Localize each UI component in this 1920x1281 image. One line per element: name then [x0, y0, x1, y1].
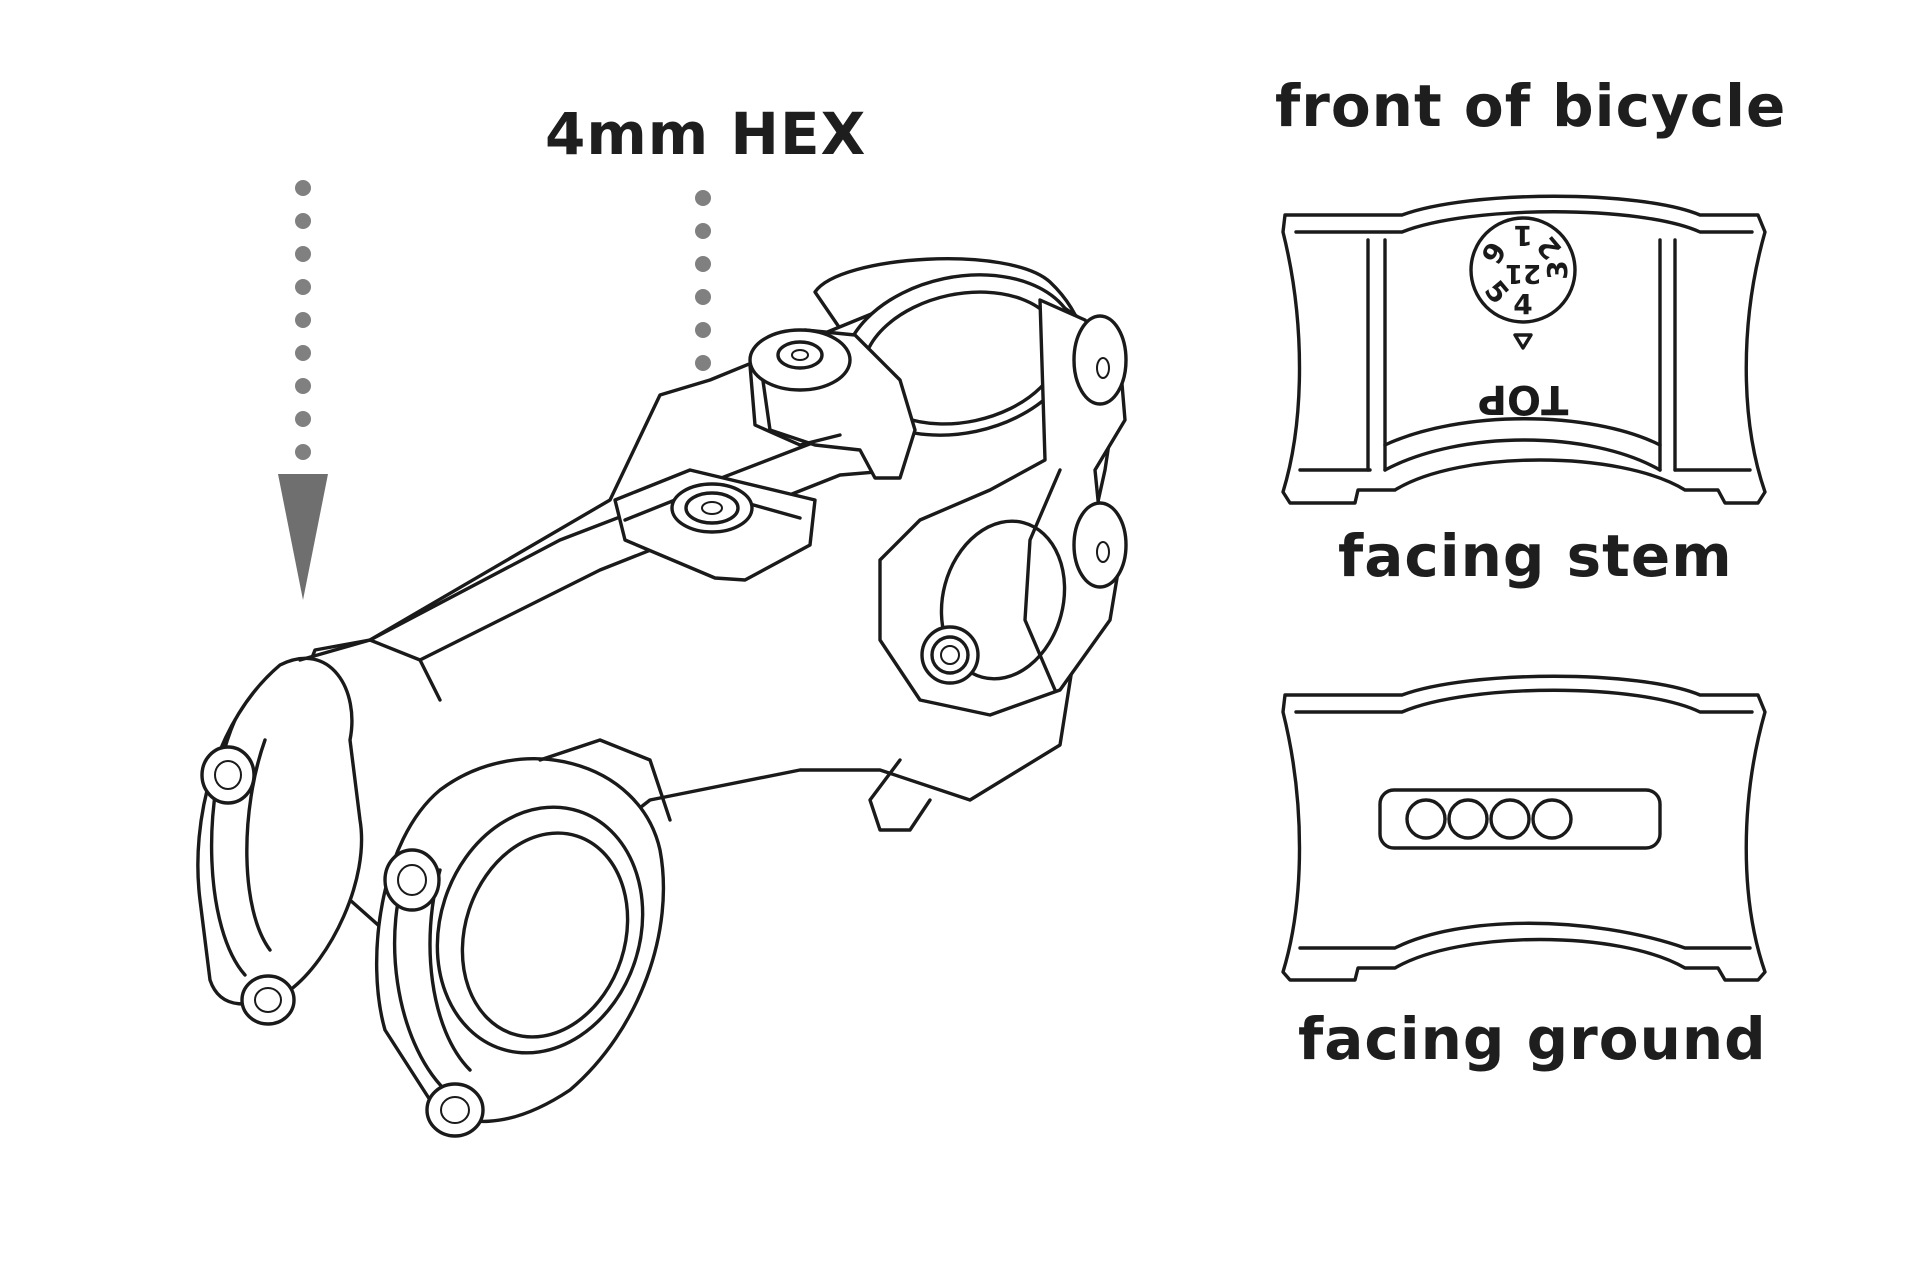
- index-hole-1: [1405, 798, 1447, 840]
- front-of-bicycle-label: front of bicycle: [1275, 72, 1787, 140]
- index-hole-4: [1531, 798, 1573, 840]
- steerer-ear-bottom: [1072, 501, 1128, 589]
- dot: [695, 289, 711, 305]
- dial-center-number: 21: [1505, 258, 1541, 288]
- dot: [295, 411, 311, 427]
- facing-stem-label: facing stem: [1338, 522, 1733, 590]
- dot: [695, 355, 711, 371]
- dot: [295, 444, 311, 460]
- hex-tool-label: 4mm HEX: [545, 100, 867, 168]
- dot: [295, 279, 311, 295]
- rear-faceplate-bolt-bottom: [240, 974, 296, 1026]
- shim-index-window: [1378, 788, 1662, 850]
- arrow-head: [278, 474, 328, 600]
- dial-pointer: [1513, 333, 1533, 350]
- dot: [295, 246, 311, 262]
- insertion-arrow: [278, 180, 328, 600]
- dial-number-4: 4: [1513, 288, 1532, 321]
- dot: [695, 256, 711, 272]
- dot: [295, 312, 311, 328]
- facing-ground-label: facing ground: [1298, 1005, 1767, 1073]
- offset-dial: [1469, 216, 1577, 324]
- dial-number-3: 3: [1541, 260, 1574, 279]
- dot: [295, 180, 311, 196]
- dot: [295, 378, 311, 394]
- dot: [695, 223, 711, 239]
- front-faceplate-bolt-bottom: [425, 1082, 485, 1138]
- index-hole-2: [1447, 798, 1489, 840]
- dot: [695, 322, 711, 338]
- dot: [295, 213, 311, 229]
- front-faceplate-bolt-top: [383, 848, 441, 912]
- dial-number-1: 1: [1513, 219, 1532, 252]
- stem-body: [196, 257, 1128, 1138]
- shim-facing-ground: [1281, 674, 1767, 982]
- side-bolt: [920, 625, 980, 685]
- dot: [695, 190, 711, 206]
- top-mark: TOP: [1478, 376, 1569, 422]
- dot: [295, 345, 311, 361]
- index-hole-3: [1489, 798, 1531, 840]
- rear-faceplate-bolt-top: [200, 745, 256, 805]
- top-cap-bolt: [670, 482, 754, 534]
- bar-clamp-rear: [196, 656, 364, 1006]
- arrow-dotted-shaft: [295, 180, 311, 460]
- handlebar-opening: [435, 805, 645, 1055]
- shim-stem-outline: [1281, 194, 1767, 505]
